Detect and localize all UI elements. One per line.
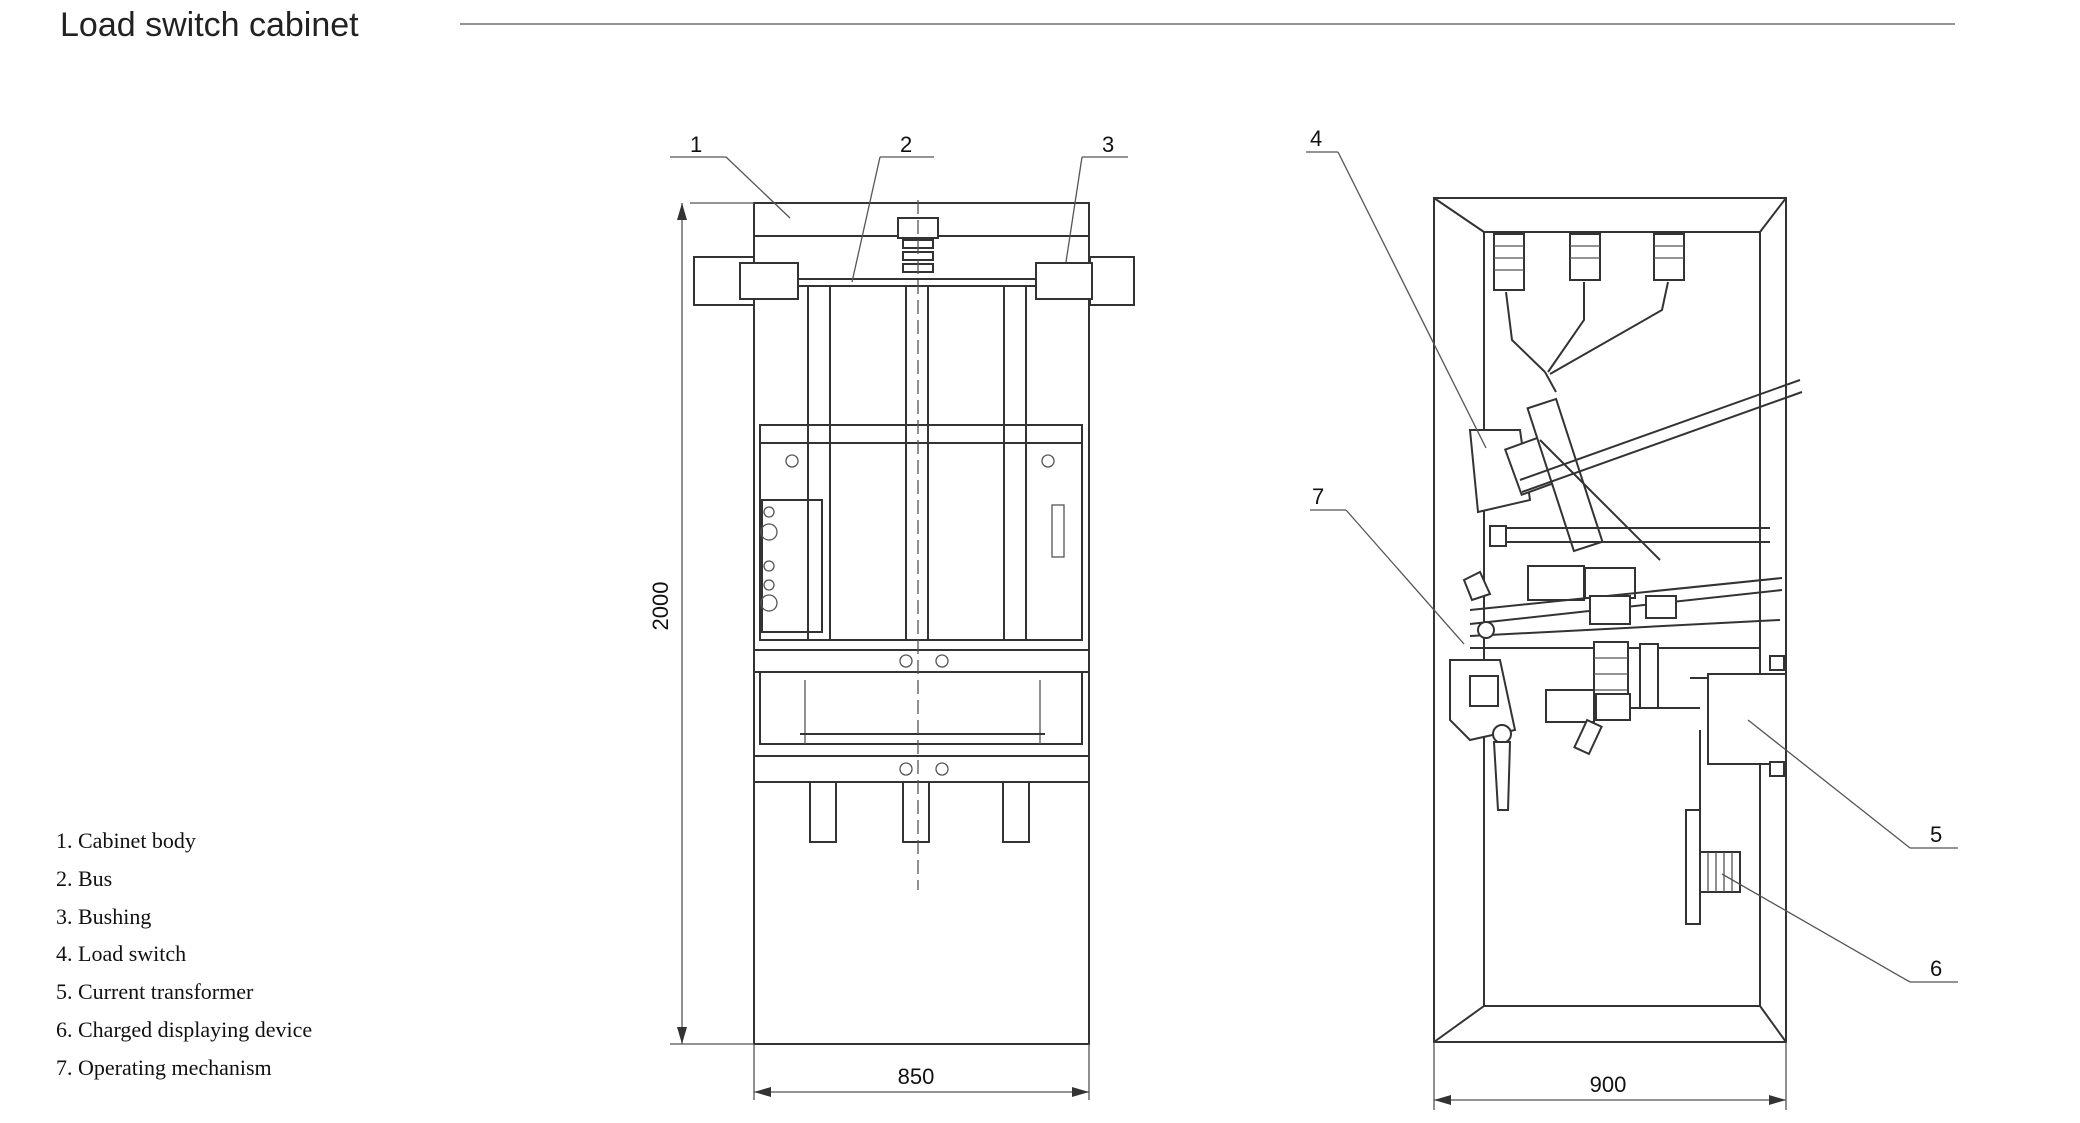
side-dimensions: 900 [1433,1042,1787,1110]
front-dimensions: 2000 850 [648,202,1090,1100]
callout-3: 3 [1102,132,1114,157]
load-switch-body [1468,379,1803,561]
front-width-dimension-label: 850 [898,1064,935,1089]
callout-2: 2 [900,132,912,157]
bushing-right [1089,256,1135,306]
callout-1: 1 [690,132,702,157]
side-width-dimension-label: 900 [1590,1072,1627,1097]
callout-7: 7 [1312,484,1324,509]
page-title: Load switch cabinet [60,6,359,44]
side-top-insulators [1493,233,1685,291]
side-cabinet-frame-inner [1483,231,1761,1007]
legend-item-charged-displaying-device: 6. Charged displaying device [56,1016,313,1042]
legend-item-bus: 2. Bus [56,865,113,891]
legend: 1. Cabinet body 2. Bus 3. Bushing 4. Loa… [56,822,312,1087]
operating-mechanism [1449,565,1783,811]
front-view [693,200,1135,1045]
legend-item-bushing: 3. Bushing [56,903,152,929]
current-transformer [1707,673,1787,765]
earthing-switch [1545,641,1700,756]
front-switch-compartment [759,424,1083,641]
callout-4: 4 [1310,126,1322,151]
legend-item-operating-mechanism: 7. Operating mechanism [56,1054,272,1080]
charged-displaying-device [1685,730,1741,925]
side-callouts: 4 5 6 7 [1306,126,1958,983]
side-cabinet-frame-outer [1433,197,1787,1043]
legend-item-cabinet-body: 1. Cabinet body [56,828,196,853]
front-middle-beam [753,649,1090,673]
legend-item-load-switch: 4. Load switch [56,941,187,967]
side-view [1433,197,1803,1043]
callout-5: 5 [1930,822,1942,847]
height-dimension-label: 2000 [648,582,673,631]
front-cabinet-body [753,202,1090,1045]
legend-item-current-transformer: 5. Current transformer [56,979,254,1005]
front-callouts: 1 2 3 [670,132,1128,283]
callout-6: 6 [1930,956,1942,981]
